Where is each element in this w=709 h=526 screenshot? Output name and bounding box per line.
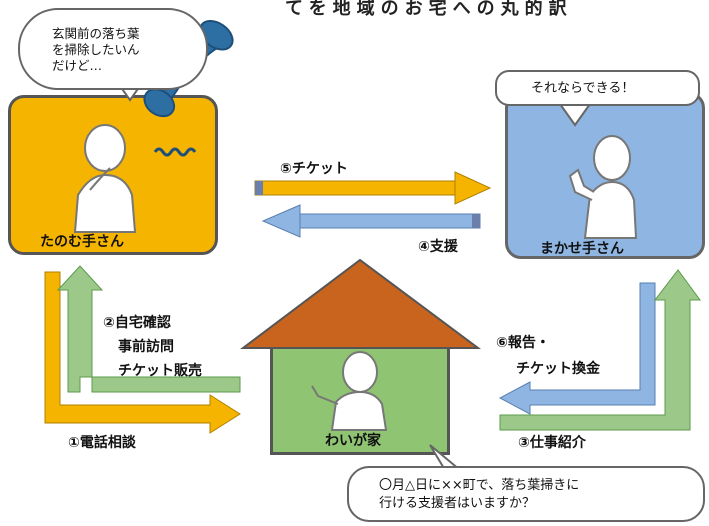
phone-cord-icon bbox=[153, 147, 197, 157]
support-flow-label: ④支援 bbox=[418, 239, 458, 255]
report-label-1: ⑥報告・ bbox=[496, 335, 550, 351]
report-label-2: チケット換金 bbox=[516, 361, 600, 377]
home-visit-label-2: 事前訪問 bbox=[118, 339, 174, 355]
arrow-phone-consult bbox=[44, 271, 241, 434]
speech-tail-top-right bbox=[558, 103, 592, 127]
speech-bubble-can-do: それならできる！ bbox=[495, 70, 700, 106]
job-intro-label: ③仕事紹介 bbox=[518, 435, 586, 451]
arrow-support-left bbox=[261, 204, 481, 238]
speech-bubble-question: 〇月△日に××町で、落ち葉掃きに 行ける支援者はいますか？ bbox=[347, 466, 705, 522]
arrow-home-visit bbox=[56, 265, 241, 393]
person-thumbs-up-icon bbox=[568, 135, 638, 239]
person-waving-icon bbox=[311, 351, 388, 431]
ticket-flow-label: ⑤チケット bbox=[280, 161, 348, 177]
phone-consult-label: ①電話相談 bbox=[68, 435, 136, 451]
tanomu-te-label: たのむ手さん bbox=[40, 234, 124, 250]
speech-bubble-request: 玄関前の落ち葉 を掃除したいん だけど… bbox=[18, 8, 208, 90]
arrow-job-introduction bbox=[499, 269, 701, 431]
arrow-report-exchange bbox=[498, 282, 656, 415]
home-visit-label-3: チケット販売 bbox=[118, 363, 202, 379]
page-title: てを地域のお宅への丸的訳 bbox=[285, 0, 573, 16]
home-visit-label-1: ②自宅確認 bbox=[103, 315, 171, 331]
person-thinking-icon bbox=[73, 124, 137, 233]
house-label: わいが家 bbox=[325, 433, 381, 449]
arrow-ticket-right bbox=[254, 171, 492, 205]
makase-te-label: まかせ手さん bbox=[540, 241, 624, 257]
house-roof bbox=[240, 258, 482, 349]
